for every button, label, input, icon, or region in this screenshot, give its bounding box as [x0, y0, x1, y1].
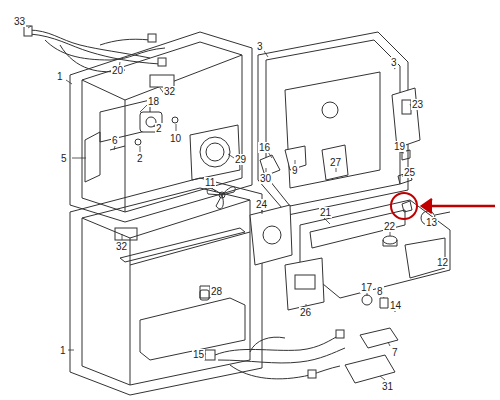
door-panel — [258, 32, 408, 215]
callout-number: 18 — [147, 96, 160, 107]
callout-number: 15 — [192, 349, 205, 360]
fan-motor — [85, 100, 178, 182]
callout-number: 32 — [115, 241, 128, 252]
callout-number: 32 — [163, 86, 176, 97]
callout-number: 30 — [259, 173, 272, 184]
callout-number: 3 — [256, 41, 264, 52]
callout-number: 2 — [155, 123, 163, 134]
callout-number: 2 — [136, 153, 144, 164]
control-assembly — [250, 200, 450, 298]
callout-number: 14 — [389, 300, 402, 311]
callout-number: 27 — [329, 157, 342, 168]
callout-number: 13 — [425, 217, 438, 228]
callout-number: 33 — [13, 16, 26, 27]
wire-harness — [24, 26, 166, 72]
callout-number: 6 — [111, 135, 119, 146]
wire-harness — [205, 330, 345, 379]
callout-number: 20 — [111, 65, 124, 76]
callout-number: 1 — [59, 345, 67, 356]
highlight-arrow — [422, 199, 495, 213]
callout-number: 17 — [360, 282, 373, 293]
fan-blade — [207, 187, 235, 209]
highlighted-part — [402, 201, 412, 212]
callout-number: 28 — [210, 286, 223, 297]
callout-number: 29 — [234, 154, 247, 165]
callout-number: 11 — [204, 177, 216, 188]
highlight-circle — [391, 193, 417, 219]
control-box — [285, 258, 324, 310]
callout-number: 5 — [60, 153, 68, 164]
callout-number: 24 — [255, 199, 268, 210]
callout-number: 12 — [436, 257, 449, 268]
callout-number: 25 — [403, 167, 416, 178]
callout-number: 8 — [376, 286, 384, 297]
callout-number: 22 — [383, 221, 396, 232]
callout-number: 7 — [391, 347, 399, 358]
callout-number: 23 — [411, 99, 424, 110]
callout-number: 10 — [169, 133, 182, 144]
refrigerator-liner — [70, 178, 262, 395]
callout-number: 31 — [381, 381, 394, 392]
callout-number: 21 — [319, 207, 332, 218]
callout-number: 26 — [299, 307, 312, 318]
leader-lines — [28, 26, 440, 380]
callout-number: 19 — [393, 141, 406, 152]
callout-number: 1 — [56, 71, 64, 82]
fan-shroud — [190, 125, 240, 180]
callout-number: 9 — [291, 165, 299, 176]
dispenser-parts — [260, 88, 420, 184]
callout-number: 3 — [390, 57, 398, 68]
covers — [345, 328, 398, 383]
callout-number: 16 — [258, 142, 271, 153]
